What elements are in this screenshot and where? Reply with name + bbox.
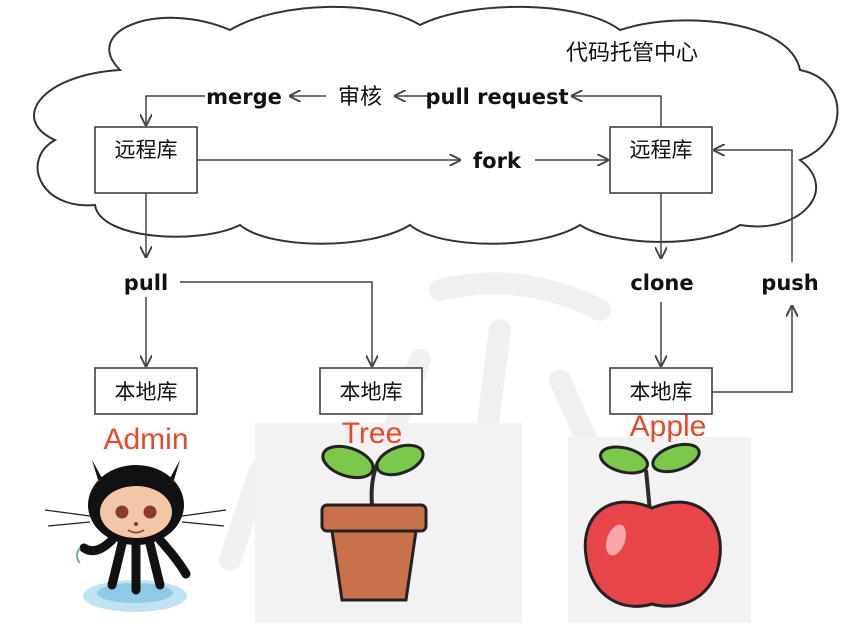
pull-request-label: pull request [425, 85, 568, 109]
user-tree-label: Tree [342, 417, 403, 450]
local-repo-apple-label: 本地库 [630, 380, 693, 404]
push-flow [712, 150, 792, 393]
user-admin-label: Admin [103, 423, 188, 456]
user-apple-label: Apple [630, 410, 707, 443]
local-repo-admin: 本地库 [94, 367, 198, 415]
pull-request-flow [146, 96, 662, 127]
local-repo-tree: 本地库 [319, 367, 423, 415]
cloud-title: 代码托管中心 [566, 41, 698, 66]
remote-repo-left: 远程库 [94, 126, 198, 194]
local-repo-tree-label: 本地库 [340, 380, 403, 404]
pull-label: pull [124, 271, 168, 295]
pull-flow [146, 193, 372, 366]
merge-label: merge [206, 85, 282, 109]
fork-label: fork [473, 149, 522, 173]
code-hosting-cloud: 代码托管中心 [33, 5, 839, 245]
push-label: push [761, 271, 818, 295]
review-label: 审核 [338, 85, 382, 110]
octocat-avatar [44, 460, 227, 612]
local-repo-admin-label: 本地库 [115, 380, 178, 404]
sprout-pot-icon [320, 443, 428, 602]
remote-repo-right: 远程库 [609, 126, 713, 194]
remote-repo-right-label: 远程库 [630, 138, 693, 162]
apple-icon [583, 442, 722, 608]
remote-repo-left-label: 远程库 [115, 138, 178, 162]
clone-label: clone [630, 271, 693, 295]
local-repo-apple: 本地库 [609, 367, 713, 415]
